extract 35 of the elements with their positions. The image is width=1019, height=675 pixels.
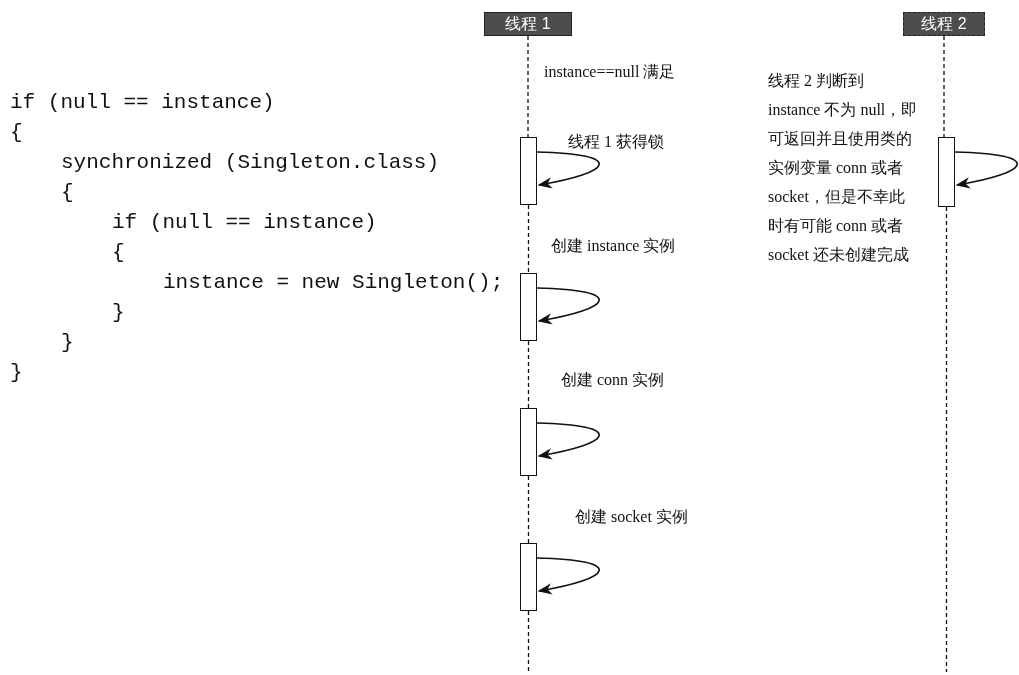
- self-message-arrow: [536, 151, 600, 189]
- code-line: }: [61, 333, 74, 353]
- step-label: 创建 conn 实例: [561, 370, 665, 390]
- note-paragraph: 线程 2 判断到 instance 不为 null，即可返回并且使用类的实例变量 conn 或者 socket，但是不幸此时有可能 conn 或者 socket 还未创建完成: [768, 71, 918, 265]
- thread-header-box: 线程 1: [484, 12, 572, 36]
- step-label: 创建 socket 实例: [575, 507, 688, 527]
- lifeline: [945, 206, 948, 673]
- lifeline: [527, 204, 530, 274]
- code-line: }: [112, 303, 125, 323]
- lifeline: [943, 35, 945, 138]
- self-message-arrow: [536, 422, 600, 460]
- code-line: if (null == instance): [10, 93, 275, 113]
- lifeline: [527, 475, 530, 544]
- lifeline: [527, 340, 530, 409]
- code-line: {: [10, 123, 23, 143]
- self-message-arrow: [536, 557, 600, 595]
- activation-bar: [520, 543, 537, 611]
- activation-bar: [520, 408, 537, 476]
- code-line: instance = new Singleton();: [163, 273, 504, 293]
- activation-bar: [520, 273, 537, 341]
- activation-bar: [938, 137, 955, 207]
- code-line: {: [112, 243, 125, 263]
- thread-header-box: 线程 2: [903, 12, 985, 36]
- lifeline: [527, 35, 529, 138]
- step-label: 创建 instance 实例: [551, 236, 676, 256]
- self-message-arrow: [954, 151, 1018, 189]
- self-message-arrow: [536, 287, 600, 325]
- activation-bar: [520, 137, 537, 205]
- lifeline: [527, 610, 530, 673]
- code-line: if (null == instance): [112, 213, 377, 233]
- code-line: }: [10, 363, 23, 383]
- code-line: {: [61, 183, 74, 203]
- step-label: 线程 1 获得锁: [568, 132, 664, 152]
- note-text: instance==null 满足: [544, 62, 676, 82]
- code-line: synchronized (Singleton.class): [61, 153, 440, 173]
